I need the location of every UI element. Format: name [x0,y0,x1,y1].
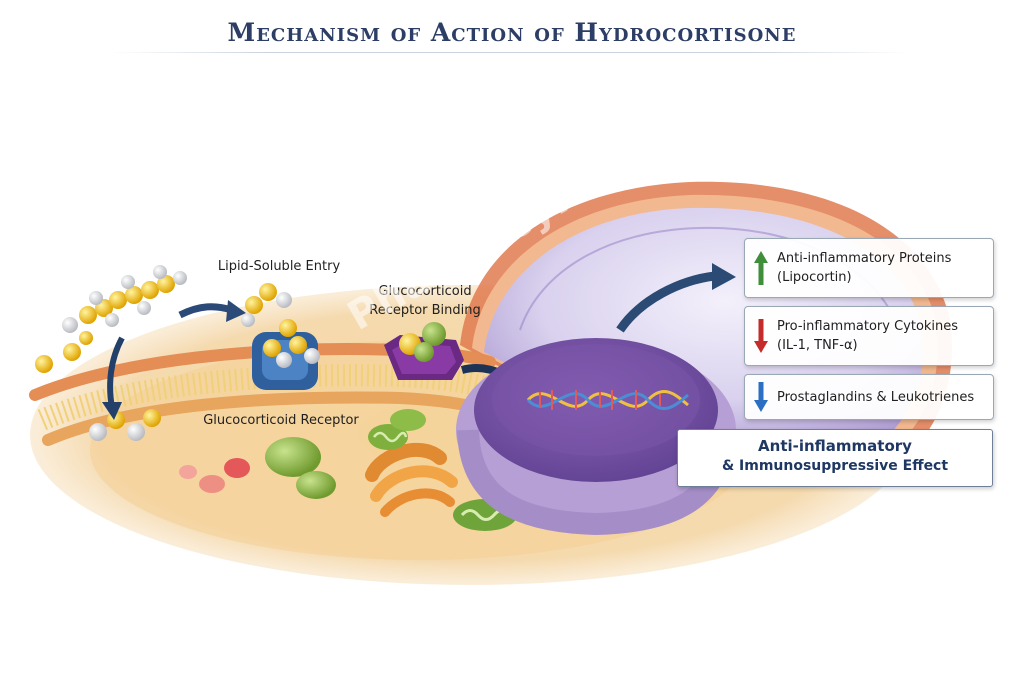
down-arrow-icon [745,319,777,353]
receptor-binding-label: Glucocorticoid Receptor Binding [369,284,481,318]
effect-box-anti-inflammatory-proteins: Anti-inflammatory Proteins (Lipocortin) [744,238,994,298]
effect-box-pro-inflammatory-cytokines: Pro-inflammatory Cytokines (IL-1, TNF-α) [744,306,994,366]
entry-arrow [102,336,125,420]
title-divider [110,52,910,53]
transcription-arrow [616,263,736,333]
binding-arrow [178,300,246,322]
glucocorticoid-receptor-protein [241,283,320,390]
effect-text: Anti-inflammatory Proteins (Lipocortin) [777,251,952,285]
effect-text: Pro-inflammatory Cytokines (IL-1, TNF-α) [777,319,959,353]
effect-text: Prostaglandins & Leukotrienes [777,389,975,405]
page-title: Mechanism of Action of Hydrocortisone [227,18,797,47]
final-effect-box: Anti-inflammatory & Immunosuppressive Ef… [677,429,993,487]
lipid-soluble-entry-label: Lipid-Soluble Entry [217,259,341,274]
hydrocortisone-molecule-cluster [35,265,187,441]
final-effect-line1: Anti-inflammatory [758,437,912,455]
final-effect-line2: & Immunosuppressive Effect [721,458,949,474]
up-arrow-icon [745,251,777,285]
down-arrow-icon [745,382,777,412]
effect-box-prostaglandins: Prostaglandins & Leukotrienes [744,374,994,420]
receptor-complex [384,322,464,380]
dna-helix [526,389,689,411]
glucocorticoid-receptor-label: Glucocorticoid Receptor [203,413,359,428]
